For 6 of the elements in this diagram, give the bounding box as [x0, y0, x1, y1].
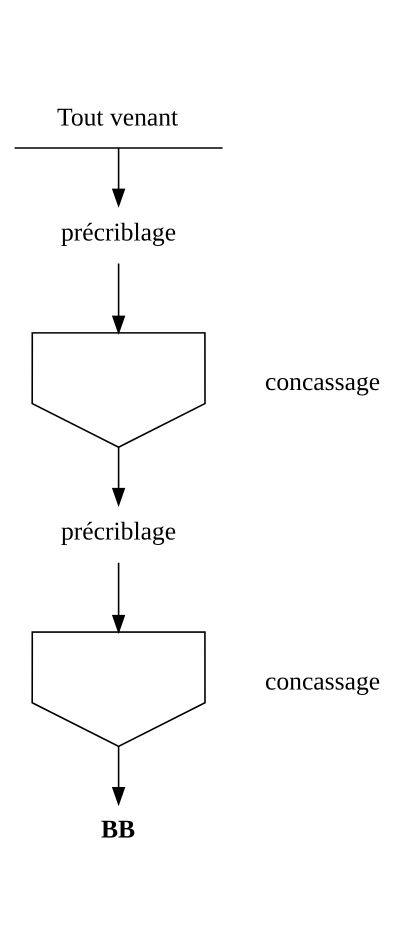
node-label: concassage — [265, 367, 380, 396]
node-text: précriblage — [61, 217, 176, 246]
node-text: précriblage — [61, 516, 176, 546]
node-text: Tout venant — [57, 102, 178, 132]
node-label: concassage — [265, 666, 380, 696]
node-text: BB — [101, 814, 136, 844]
